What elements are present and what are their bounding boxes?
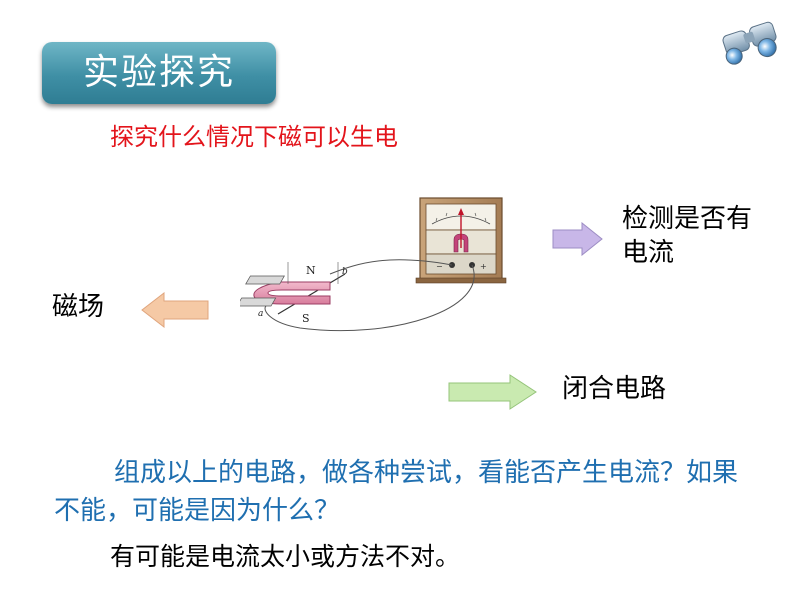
right-arrow-icon	[448, 374, 537, 410]
experiment-illustration: − + N S a b	[240, 197, 507, 332]
right-arrow-icon	[552, 222, 603, 256]
wire-end-b-label: b	[342, 267, 348, 277]
svg-text:+: +	[480, 262, 487, 271]
binoculars-icon	[722, 21, 777, 65]
magnetic-field-label: 磁场	[52, 292, 105, 322]
galvanometer: − +	[415, 197, 507, 284]
experiment-subtitle: 探究什么情况下磁可以生电	[110, 123, 398, 151]
magnet-north-label: N	[306, 264, 316, 277]
section-title-badge: 实验探究	[42, 42, 276, 104]
section-title: 实验探究	[82, 52, 235, 93]
question-text: 组成以上的电路，做各种尝试，看能否产生电流？如果不能，可能是因为什么？	[54, 458, 739, 526]
answer-text: 有可能是电流太小或方法不对。	[110, 542, 461, 571]
left-arrow-icon	[141, 292, 209, 328]
svg-text:−: −	[436, 262, 443, 271]
magnet-south-label: S	[302, 312, 310, 325]
horseshoe-magnet	[240, 262, 339, 307]
closed-circuit-label: 闭合电路	[562, 374, 667, 404]
wire-end-a-label: a	[258, 309, 263, 319]
detect-current-label: 检测是否有电流	[622, 204, 753, 268]
